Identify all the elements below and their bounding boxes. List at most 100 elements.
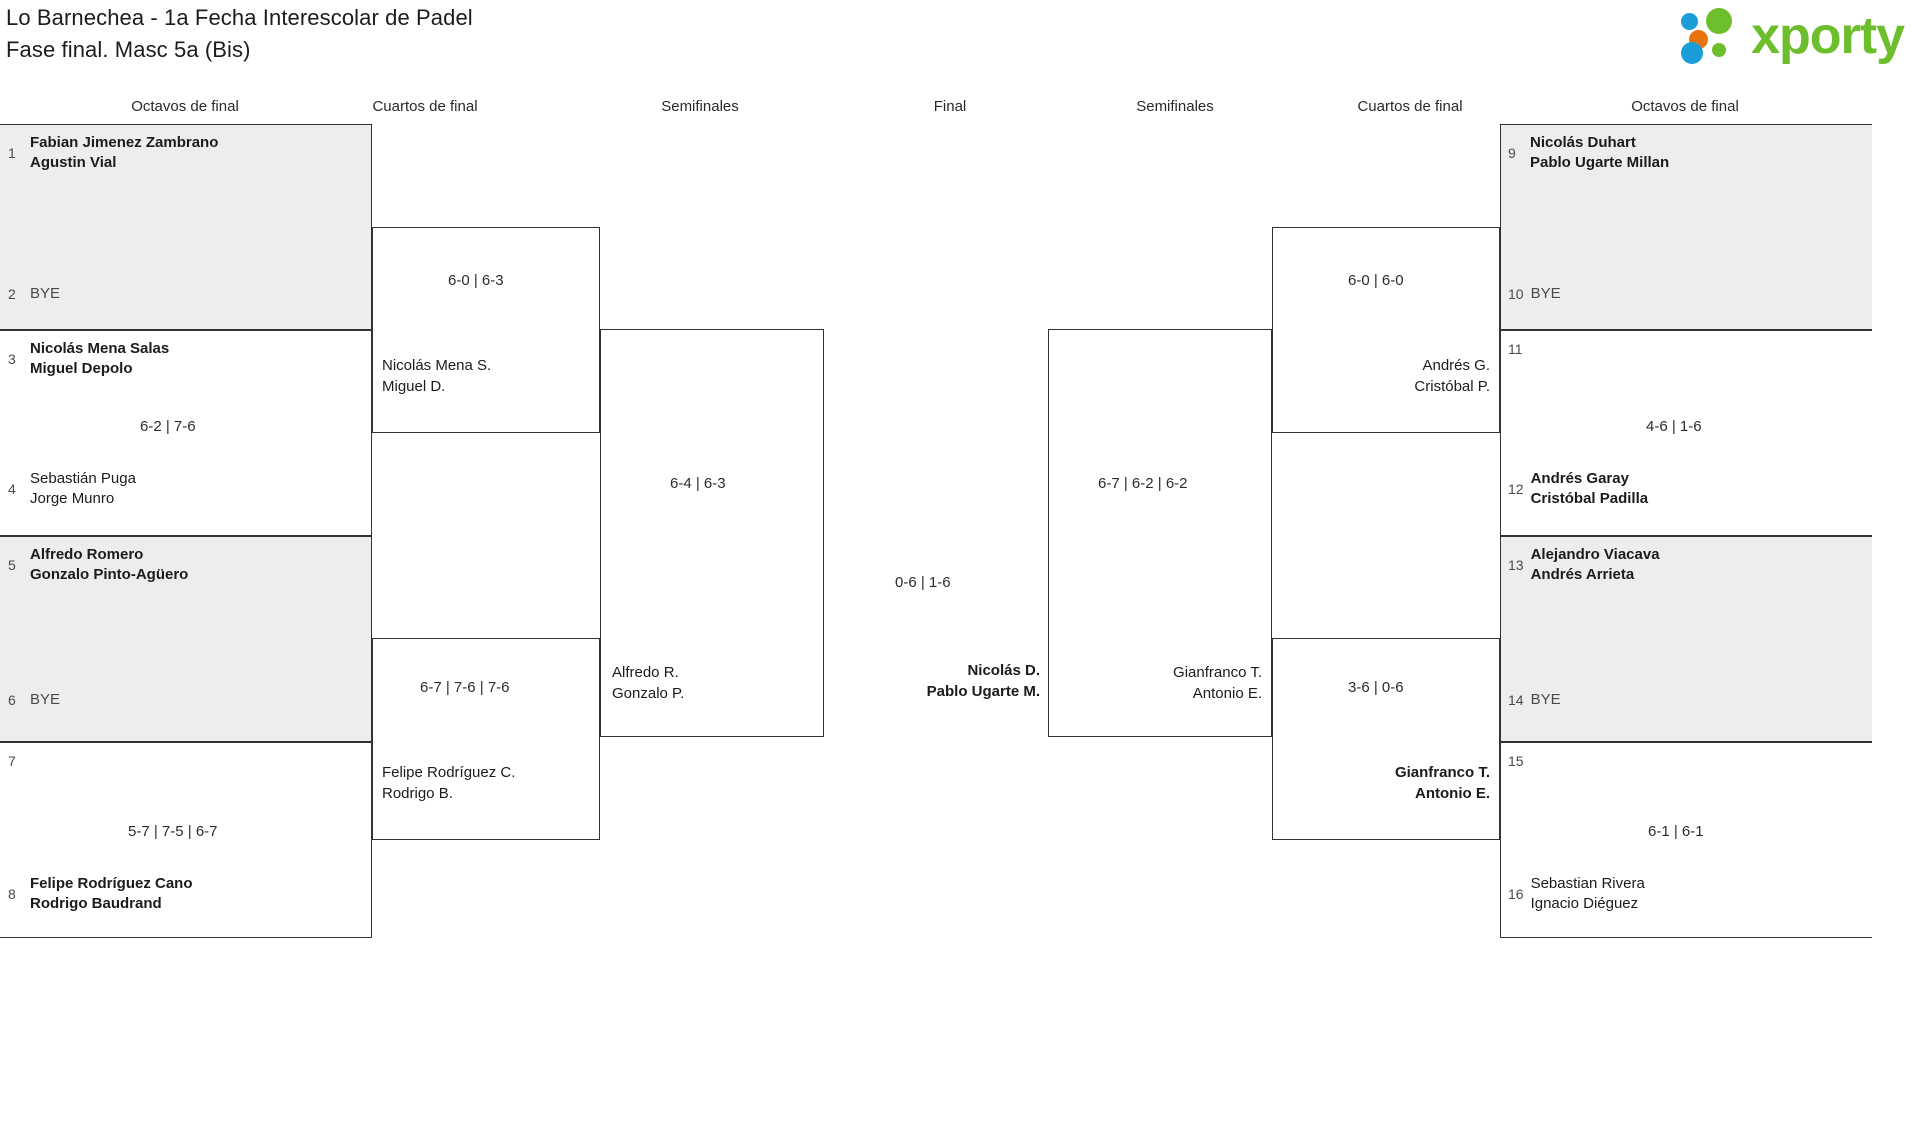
score-right-r16-4: 6-1 | 6-1 <box>1648 823 1704 840</box>
team-names: Andrés Garay Cristóbal Padilla <box>1531 469 1649 509</box>
entry-left-seed-2[interactable]: 2 BYE <box>8 284 60 304</box>
seed-number: 7 <box>8 753 16 769</box>
winner-left-sf: Alfredo R. Gonzalo P. <box>612 662 684 704</box>
match-box-left-qf-2[interactable] <box>372 638 600 840</box>
score-left-qf-2: 6-7 | 7-6 | 7-6 <box>420 679 510 696</box>
logo-dot-blue-large <box>1681 42 1704 64</box>
player-2: Rodrigo Baudrand <box>30 895 162 912</box>
entry-left-seed-5[interactable]: 5 Alfredo Romero Gonzalo Pinto-Agüero <box>8 545 188 585</box>
seed-number: 1 <box>8 145 16 161</box>
round-header-final: Final <box>933 98 967 115</box>
player-1: Sebastian Rivera <box>1530 875 1645 892</box>
round-header-left-sf: Semifinales <box>661 98 739 115</box>
logo-dot-green-large <box>1706 8 1733 34</box>
seed-number: 12 <box>1508 481 1524 497</box>
round-header-right-sf: Semifinales <box>1136 98 1214 115</box>
seed-number: 16 <box>1508 886 1524 902</box>
seed-number: 3 <box>8 351 16 367</box>
team-names: Nicolás Duhart Pablo Ugarte Millan <box>1530 133 1669 173</box>
score-left-r16-4: 5-7 | 7-5 | 6-7 <box>128 823 218 840</box>
match-box-left-r16-1[interactable] <box>0 124 372 330</box>
player-2: Gonzalo P. <box>612 685 685 702</box>
player-2: Antonio E. <box>1415 785 1490 802</box>
entry-left-seed-6[interactable]: 6 BYE <box>8 690 60 710</box>
player-1: Alfredo Romero <box>30 546 144 563</box>
player-1: Nicolás Duhart <box>1530 134 1636 151</box>
player-1: Fabian Jimenez Zambrano <box>30 134 219 151</box>
winner-left-qf-2: Felipe Rodríguez C. Rodrigo B. <box>382 762 515 804</box>
team-names: Sebastián Puga Jorge Munro <box>30 469 136 509</box>
round-header-left-r16: Octavos de final <box>131 98 239 115</box>
entry-right-seed-10[interactable]: 10 BYE <box>1508 284 1561 304</box>
seed-number: 15 <box>1508 753 1524 769</box>
team-names: Nicolás Mena Salas Miguel Depolo <box>30 339 169 379</box>
seed-number: 9 <box>1508 145 1516 161</box>
player-2: Jorge Munro <box>30 490 115 507</box>
score-right-sf: 6-7 | 6-2 | 6-2 <box>1098 475 1188 492</box>
player-2: Antonio E. <box>1192 685 1262 702</box>
match-box-left-r16-4[interactable] <box>0 742 372 938</box>
title-line-1: Lo Barnechea - 1a Fecha Interescolar de … <box>6 5 473 30</box>
player-2: Andrés Arrieta <box>1530 566 1635 583</box>
player-1: Nicolás D. <box>967 662 1040 679</box>
match-box-left-qf-1[interactable] <box>372 227 600 433</box>
player-2: Gonzalo Pinto-Agüero <box>30 566 189 583</box>
player-2: Rodrigo B. <box>382 785 453 802</box>
entry-left-seed-3[interactable]: 3 Nicolás Mena Salas Miguel Depolo <box>8 339 169 379</box>
entry-right-seed-14[interactable]: 14 BYE <box>1508 690 1561 710</box>
player-2: Pablo Ugarte M. <box>926 683 1040 700</box>
team-names: Felipe Rodríguez Cano Rodrigo Baudrand <box>30 874 193 914</box>
entry-left-seed-7[interactable]: 7 <box>8 751 30 771</box>
team-names: Alejandro Viacava Andrés Arrieta <box>1531 545 1660 585</box>
entry-right-seed-16[interactable]: 16 Sebastian Rivera Ignacio Diéguez <box>1508 874 1645 914</box>
entry-right-seed-11[interactable]: 11 <box>1508 339 1530 359</box>
player-1: Felipe Rodríguez C. <box>382 764 516 781</box>
round-header-right-r16: Octavos de final <box>1631 98 1739 115</box>
entry-left-seed-8[interactable]: 8 Felipe Rodríguez Cano Rodrigo Baudrand <box>8 874 193 914</box>
match-box-left-sf[interactable] <box>600 329 824 737</box>
seed-number: 2 <box>8 286 16 302</box>
entry-right-seed-9[interactable]: 9 Nicolás Duhart Pablo Ugarte Millan <box>1508 133 1669 173</box>
player-1: Nicolás Mena S. <box>382 357 492 374</box>
bye-label: BYE <box>30 285 61 302</box>
player-2: Miguel Depolo <box>30 360 133 377</box>
match-box-left-r16-3[interactable] <box>0 536 372 742</box>
entry-left-seed-4[interactable]: 4 Sebastián Puga Jorge Munro <box>8 469 136 509</box>
player-1: Andrés Garay <box>1530 470 1629 487</box>
logo-dots-icon <box>1681 8 1747 64</box>
match-box-right-sf[interactable] <box>1048 329 1272 737</box>
page-title: Lo Barnechea - 1a Fecha Interescolar de … <box>6 2 473 66</box>
match-box-right-qf-1[interactable] <box>1272 227 1500 433</box>
score-left-sf: 6-4 | 6-3 <box>670 475 726 492</box>
player-1: Gianfranco T. <box>1173 664 1262 681</box>
player-2: Ignacio Diéguez <box>1530 895 1639 912</box>
winner-left-qf-1: Nicolás Mena S. Miguel D. <box>382 355 491 397</box>
score-left-qf-1: 6-0 | 6-3 <box>448 272 504 289</box>
entry-right-seed-12[interactable]: 12 Andrés Garay Cristóbal Padilla <box>1508 469 1648 509</box>
player-1: Alfredo R. <box>612 664 679 681</box>
entry-right-seed-13[interactable]: 13 Alejandro Viacava Andrés Arrieta <box>1508 545 1660 585</box>
entry-left-seed-1[interactable]: 1 Fabian Jimenez Zambrano Agustin Vial <box>8 133 218 173</box>
seed-number: 14 <box>1508 692 1524 708</box>
match-box-right-r16-1[interactable] <box>1500 124 1872 330</box>
match-box-right-r16-4[interactable] <box>1500 742 1872 938</box>
player-1: Nicolás Mena Salas <box>30 340 170 357</box>
score-right-qf-1: 6-0 | 6-0 <box>1348 272 1404 289</box>
score-right-qf-2: 3-6 | 0-6 <box>1348 679 1404 696</box>
bye-label: BYE <box>1530 691 1561 708</box>
round-header-left-qf: Cuartos de final <box>372 98 478 115</box>
player-2: Cristóbal Padilla <box>1530 490 1649 507</box>
match-box-right-r16-3[interactable] <box>1500 536 1872 742</box>
entry-right-seed-15[interactable]: 15 <box>1508 751 1531 771</box>
match-box-left-r16-2[interactable] <box>0 330 372 536</box>
bye-label: BYE <box>1530 285 1561 302</box>
player-2: Miguel D. <box>382 378 446 395</box>
team-names: Alfredo Romero Gonzalo Pinto-Agüero <box>30 545 188 585</box>
match-box-right-r16-2[interactable] <box>1500 330 1872 536</box>
bye-label: BYE <box>30 691 61 708</box>
match-box-right-qf-2[interactable] <box>1272 638 1500 840</box>
logo-wordmark: xporty <box>1751 7 1905 65</box>
round-header-right-qf: Cuartos de final <box>1357 98 1463 115</box>
team-names: Sebastian Rivera Ignacio Diéguez <box>1531 874 1645 914</box>
